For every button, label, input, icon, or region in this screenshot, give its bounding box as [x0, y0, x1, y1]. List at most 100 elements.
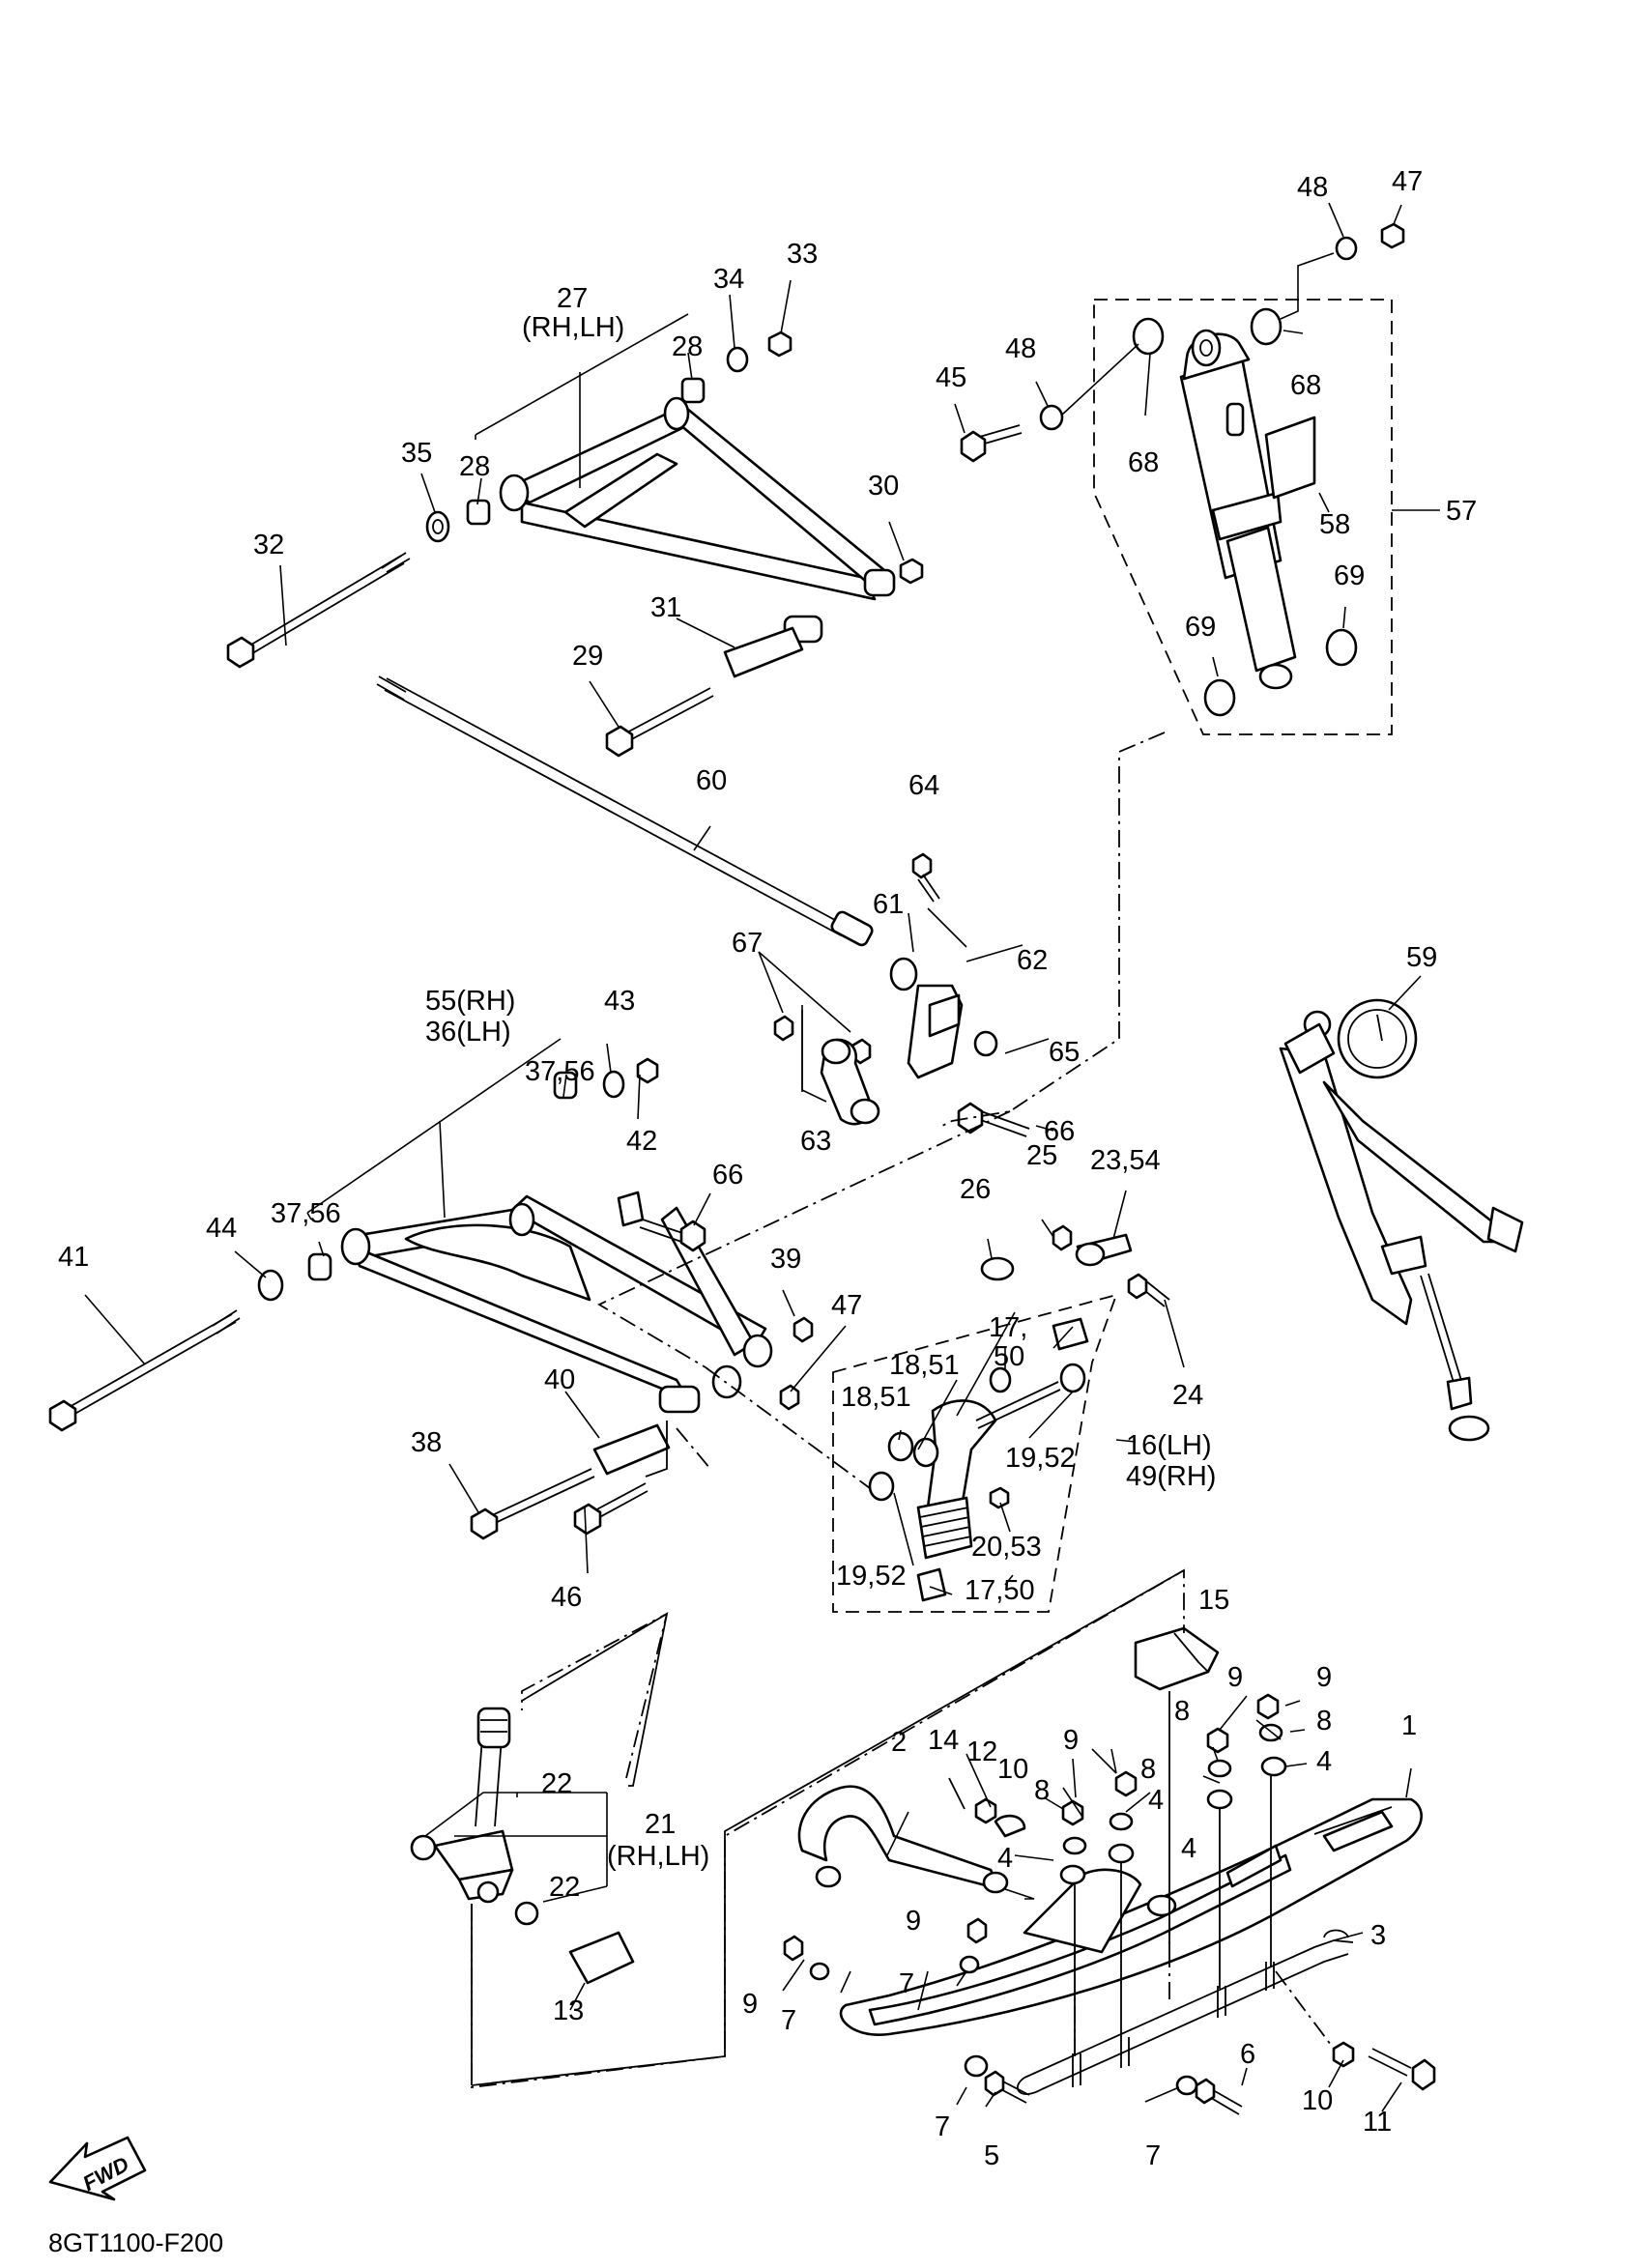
label-66a: 66: [1044, 1116, 1075, 1147]
label-9d: 9: [906, 1906, 921, 1937]
label-3: 3: [1370, 1920, 1386, 1951]
label-32: 32: [253, 530, 284, 560]
label-13: 13: [553, 1995, 584, 2026]
label-10b: 10: [1302, 2085, 1333, 2116]
label-60: 60: [696, 765, 727, 796]
label-26: 26: [960, 1174, 991, 1205]
label-41: 41: [58, 1242, 89, 1273]
label-17-50b: 17,50: [965, 1575, 1035, 1606]
label-31: 31: [650, 592, 681, 623]
label-12: 12: [966, 1737, 997, 1767]
label-61: 61: [873, 889, 904, 920]
label-63: 63: [800, 1126, 831, 1157]
label-67: 67: [732, 928, 763, 959]
fwd-arrow-icon: FWD: [48, 2136, 147, 2201]
label-4b: 4: [1148, 1785, 1164, 1816]
label-39: 39: [770, 1244, 801, 1275]
label-9a: 9: [1227, 1662, 1243, 1693]
label-7c: 7: [935, 2111, 950, 2142]
label-8c: 8: [1034, 1775, 1050, 1806]
label-5: 5: [984, 2140, 999, 2171]
label-42: 42: [626, 1126, 657, 1157]
label-27: 27: [557, 283, 588, 314]
label-4a: 4: [1316, 1746, 1332, 1777]
label-47a: 47: [1392, 166, 1423, 197]
label-19-52a: 19,52: [1005, 1443, 1076, 1474]
label-17-50a: 17,: [989, 1312, 1027, 1343]
label-24: 24: [1172, 1380, 1203, 1411]
label-11: 11: [1363, 2107, 1392, 2138]
label-9c: 9: [1063, 1725, 1079, 1756]
label-25: 25: [1026, 1140, 1057, 1171]
label-44: 44: [206, 1213, 237, 1244]
label-69a: 69: [1185, 612, 1216, 643]
label-9b: 9: [1316, 1662, 1332, 1693]
label-7b: 7: [781, 2005, 796, 2036]
label-68b: 68: [1290, 370, 1321, 401]
label-28b: 28: [459, 451, 490, 482]
label-23-54: 23,54: [1090, 1145, 1161, 1176]
label-16: 16(LH): [1126, 1430, 1212, 1461]
label-4c: 4: [1181, 1833, 1196, 1864]
label-68a: 68: [1128, 447, 1159, 478]
upper-a-arm-assembly: [226, 279, 924, 758]
steering-rod: [376, 675, 874, 947]
label-21: 21: [645, 1809, 676, 1840]
label-28a: 28: [672, 331, 703, 362]
label-40: 40: [544, 1364, 575, 1395]
label-22a: 22: [541, 1768, 572, 1799]
label-22b: 22: [549, 1872, 580, 1903]
label-6: 6: [1240, 2039, 1255, 2070]
label-69b: 69: [1334, 560, 1365, 591]
label-21-side: (RH,LH): [607, 1841, 709, 1872]
ski-spindle: [410, 1569, 1185, 2086]
label-15: 15: [1198, 1585, 1229, 1616]
label-1: 1: [1401, 1710, 1417, 1741]
label-33: 33: [787, 239, 818, 270]
label-9e: 9: [742, 1989, 758, 2020]
label-55: 55(RH): [425, 986, 515, 1017]
label-48a: 48: [1005, 333, 1036, 364]
label-35: 35: [401, 438, 432, 469]
label-49: 49(RH): [1126, 1461, 1216, 1492]
label-57: 57: [1446, 496, 1477, 527]
label-8a: 8: [1174, 1696, 1190, 1727]
label-65: 65: [1049, 1037, 1080, 1068]
label-17-50a-2: 50: [994, 1341, 1024, 1372]
label-37-56a: 37,56: [525, 1056, 595, 1087]
label-30: 30: [868, 471, 899, 502]
steering-linkage: [758, 852, 1054, 1137]
label-2: 2: [891, 1727, 907, 1758]
label-34: 34: [713, 264, 744, 295]
air-pressure-gauge: [1279, 975, 1524, 1442]
ski-assembly: [782, 1626, 1436, 2115]
label-58: 58: [1319, 509, 1350, 540]
part-number-labels: 27 (RH,LH) 28 28 29 30 31 32 33 34 35 45…: [48, 166, 1477, 2257]
label-46: 46: [551, 1582, 582, 1613]
label-29: 29: [572, 641, 603, 672]
lower-a-arm-assembly: [48, 1005, 847, 1574]
label-8d: 8: [1140, 1754, 1156, 1785]
label-38: 38: [411, 1427, 442, 1458]
label-37-56b: 37,56: [271, 1198, 341, 1229]
shock-absorber-assembly: [954, 202, 1440, 735]
label-59: 59: [1406, 942, 1437, 973]
label-18-51b: 18,51: [841, 1382, 911, 1413]
label-8b: 8: [1316, 1706, 1332, 1737]
label-18-51a: 18,51: [889, 1350, 960, 1381]
label-10a: 10: [997, 1754, 1028, 1785]
label-45: 45: [936, 362, 966, 393]
label-43: 43: [604, 986, 635, 1017]
label-64: 64: [908, 770, 939, 801]
label-4d: 4: [997, 1843, 1013, 1874]
figure-code: 8GT1100-F200: [48, 2228, 223, 2257]
label-47b: 47: [831, 1290, 862, 1321]
label-36: 36(LH): [425, 1017, 511, 1048]
spindle-housing-assembly: [832, 1190, 1185, 1613]
label-62: 62: [1017, 945, 1048, 976]
label-20-53: 20,53: [971, 1532, 1042, 1563]
label-27-side: (RH,LH): [522, 312, 624, 343]
label-66b: 66: [712, 1160, 743, 1191]
guide-lines: [471, 732, 1335, 2089]
